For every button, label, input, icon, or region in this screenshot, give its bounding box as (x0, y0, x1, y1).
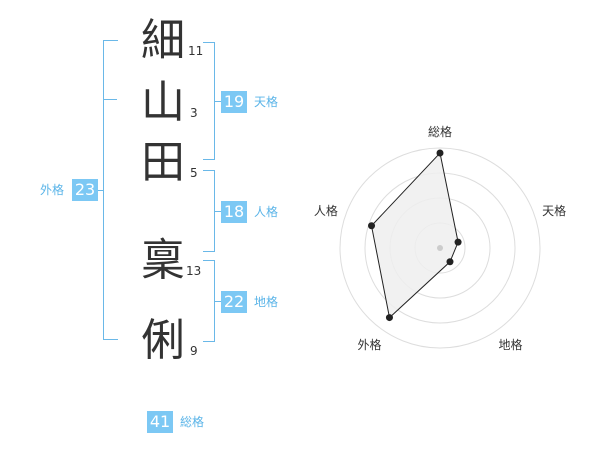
stroke-count-3: 5 (190, 166, 198, 180)
name-char-5: 俐 (141, 315, 185, 366)
radar-axis-label-0: 総格 (428, 124, 452, 139)
chikaku-connector (214, 301, 222, 302)
jinkaku-badge: 18 (221, 201, 247, 223)
stroke-count-5: 9 (190, 344, 198, 358)
gaikaku-badge: 23 (72, 179, 98, 201)
name-char-1: 細 (141, 15, 185, 66)
radar-axis-label-3: 外格 (357, 337, 381, 352)
name-char-4: 稟 (141, 235, 185, 286)
radar-point-1 (454, 238, 462, 246)
gaikaku-connector (96, 190, 104, 191)
radar-point-0 (436, 149, 444, 157)
jinkaku-label: 人格 (254, 205, 279, 219)
radar-axis-label-2: 地格 (498, 337, 522, 352)
soukaku-badge: 41 (147, 411, 173, 433)
radar-point-2 (446, 258, 454, 266)
tenkaku-connector (214, 101, 222, 102)
soukaku-label: 総格 (180, 415, 205, 429)
name-char-2: 山 (141, 77, 185, 128)
radar-point-3 (385, 314, 393, 322)
gaikaku-tick-2 (103, 99, 117, 100)
stroke-count-1: 11 (188, 44, 204, 58)
stroke-count-4: 13 (186, 264, 202, 278)
chikaku-label: 地格 (254, 295, 279, 309)
jinkaku-connector (214, 211, 222, 212)
stroke-count-2: 3 (190, 106, 198, 120)
radar-area (370, 151, 459, 319)
radar-points (368, 149, 462, 322)
tenkaku-label: 天格 (254, 95, 279, 109)
radar-point-4 (368, 222, 376, 230)
radar-axis-label-4: 人格 (314, 203, 338, 218)
tenkaku-badge: 19 (221, 91, 247, 113)
radar-center-dot (437, 245, 443, 251)
radar-axis-label-1: 天格 (542, 203, 566, 218)
gaikaku-bracket (103, 40, 118, 340)
name-char-3: 田 (141, 137, 185, 188)
chikaku-badge: 22 (221, 291, 247, 313)
gaikaku-label: 外格 (40, 183, 65, 197)
